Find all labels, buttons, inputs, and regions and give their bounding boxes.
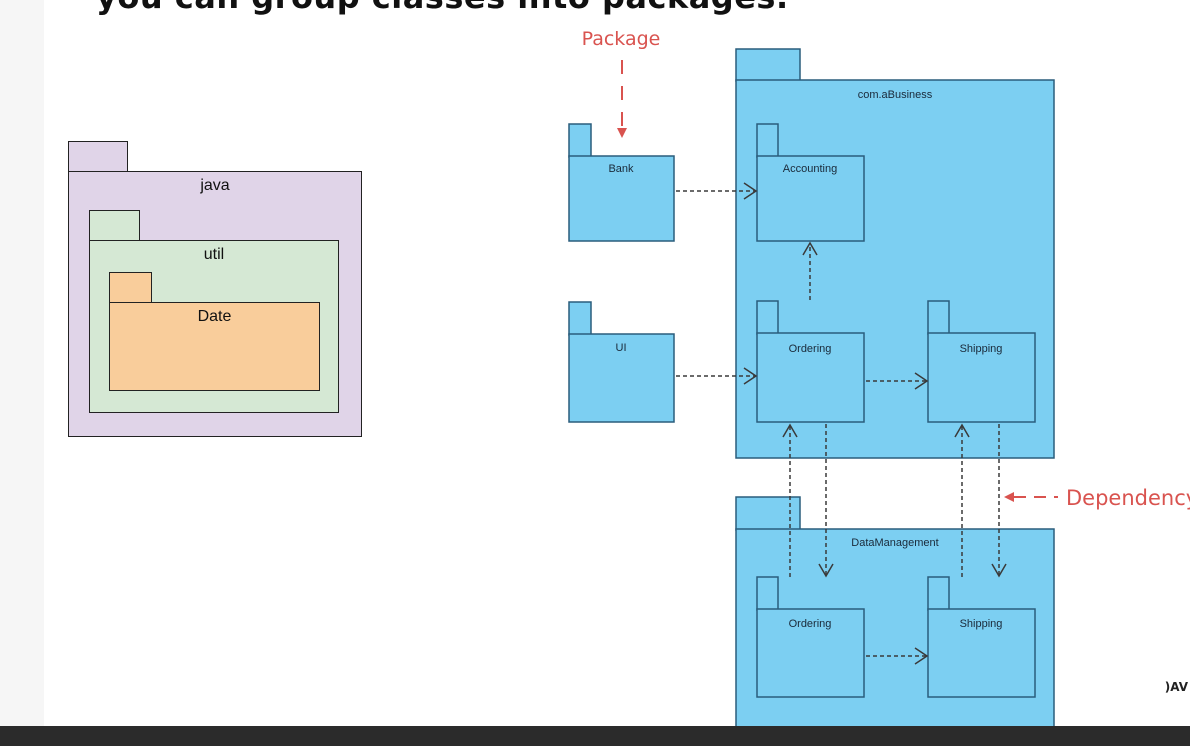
dependency-annotation-label: Dependency: [1066, 486, 1190, 510]
ordering-to-data-ordering-arrowhead: [818, 563, 834, 578]
shipping-top-label: Shipping: [960, 343, 1003, 355]
package-annotation-label: Package: [582, 28, 661, 50]
ordering-bottom-package-body: [756, 608, 865, 698]
ordering-bottom-label: Ordering: [789, 618, 832, 630]
ui-label: UI: [616, 342, 627, 354]
ordering-to-shipping-arrowhead: [914, 372, 929, 390]
shipping-bottom-package-tab: [927, 576, 950, 611]
left-margin-band: [0, 0, 44, 726]
date-package-label: Date: [197, 308, 232, 325]
shipping-bottom-package-body: [927, 608, 1036, 698]
com-business-package-tab: [735, 48, 801, 82]
package-annotation-arrowhead: [617, 128, 627, 138]
ordering-top-label: Ordering: [789, 343, 832, 355]
bank-package-body: [568, 155, 675, 242]
ui-package-tab: [568, 301, 592, 336]
data-ordering-to-ordering-arrowhead: [782, 423, 798, 438]
util-package-tab: [89, 210, 140, 241]
com-business-label: com.aBusiness: [858, 89, 933, 101]
ui-package-body: [568, 333, 675, 423]
data-management-label: DataManagement: [851, 537, 938, 549]
util-package-label: util: [203, 246, 225, 263]
java-package-label: java: [200, 177, 230, 194]
bank-label: Bank: [608, 163, 634, 175]
shipping-top-package-tab: [927, 300, 950, 335]
ordering-top-package-tab: [756, 300, 779, 335]
shipping-top-package-body: [927, 332, 1036, 423]
ordering-to-accounting-arrowhead: [802, 241, 818, 256]
shipping-to-data-shipping-arrowhead: [991, 563, 1007, 578]
data-ordering-to-data-shipping-arrowhead: [914, 647, 929, 665]
shipping-bottom-label: Shipping: [960, 618, 1003, 630]
dependency-annotation-arrowhead: [1004, 492, 1014, 502]
accounting-package-body: [756, 155, 865, 242]
bank-to-accounting-arrowhead: [743, 182, 758, 200]
date-package-body: Date: [109, 302, 320, 391]
date-package-tab: [109, 272, 152, 303]
watermark-text: )AV: [1164, 680, 1188, 694]
accounting-label: Accounting: [783, 163, 837, 175]
slide-heading: you can group classes into packages.: [96, 0, 789, 16]
bottom-bar: [0, 726, 1190, 746]
ordering-bottom-package-tab: [756, 576, 779, 611]
data-shipping-to-shipping-arrowhead: [954, 423, 970, 438]
bank-package-tab: [568, 123, 592, 158]
ordering-top-package-body: [756, 332, 865, 423]
accounting-package-tab: [756, 123, 779, 158]
ui-to-ordering-arrowhead: [743, 367, 758, 385]
